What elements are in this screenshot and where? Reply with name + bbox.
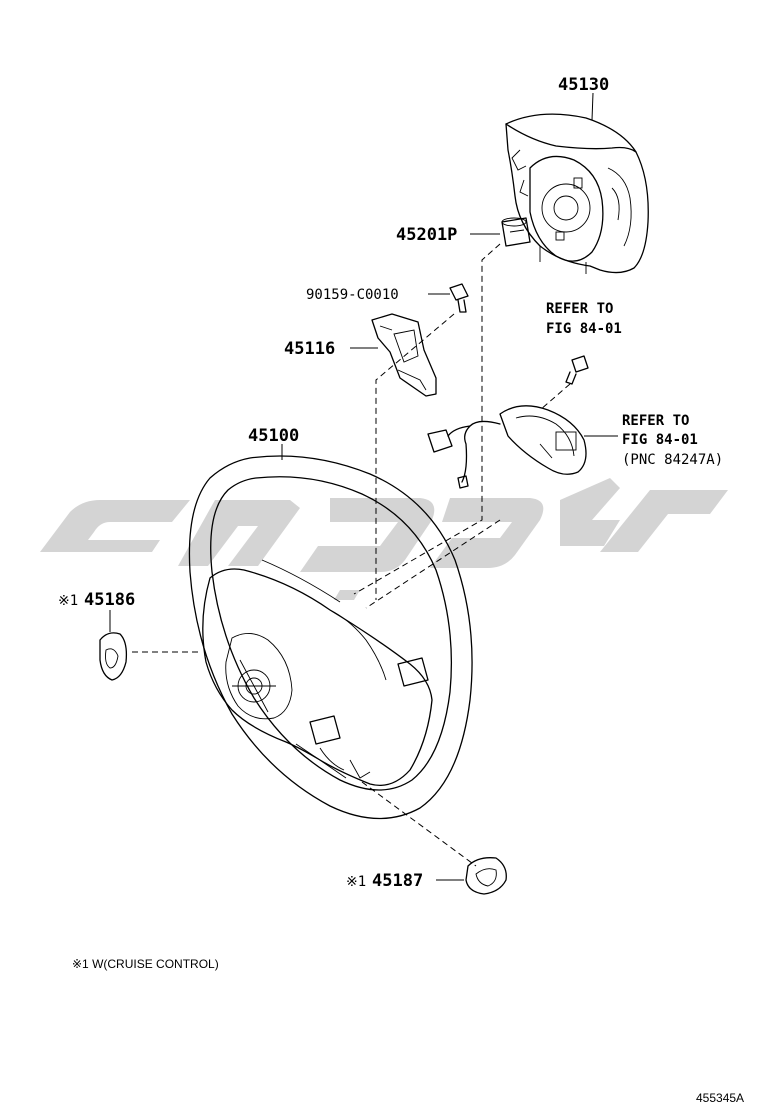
switch-45186 (99, 632, 128, 681)
label-45130: 45130 (558, 75, 609, 95)
label-45187: 45187 (372, 871, 423, 891)
ref1-line1: REFER TO (546, 301, 613, 317)
ref2-line3: (PNC 84247A) (622, 452, 723, 468)
mark-45187: ※1 (346, 874, 366, 890)
switch-45187 (465, 857, 507, 895)
spiral-cable (427, 405, 587, 489)
leader-45130 (591, 92, 594, 121)
label-45201P: 45201P (396, 225, 457, 245)
mark-45186: ※1 (58, 593, 78, 609)
lower-cover (371, 313, 437, 397)
label-45186: 45186 (84, 590, 135, 610)
label-90159: 90159-C0010 (306, 287, 399, 303)
label-45116: 45116 (284, 339, 335, 359)
footnote: ※1 W(CRUISE CONTROL) (72, 957, 219, 971)
steering-wheel (188, 455, 473, 820)
watermark-logo (40, 478, 728, 600)
bolt-part (449, 283, 469, 313)
airbag-assembly (505, 113, 649, 274)
ref2-line1: REFER TO (622, 413, 689, 429)
label-45100: 45100 (248, 426, 299, 446)
nut-part (501, 217, 531, 247)
ref2-line2: FIG 84-01 (622, 432, 698, 448)
spiral-screw (565, 355, 589, 385)
assembly-lines (132, 243, 571, 867)
illustration-code: 455345A (696, 1091, 744, 1105)
ref1-line2: FIG 84-01 (546, 321, 622, 337)
